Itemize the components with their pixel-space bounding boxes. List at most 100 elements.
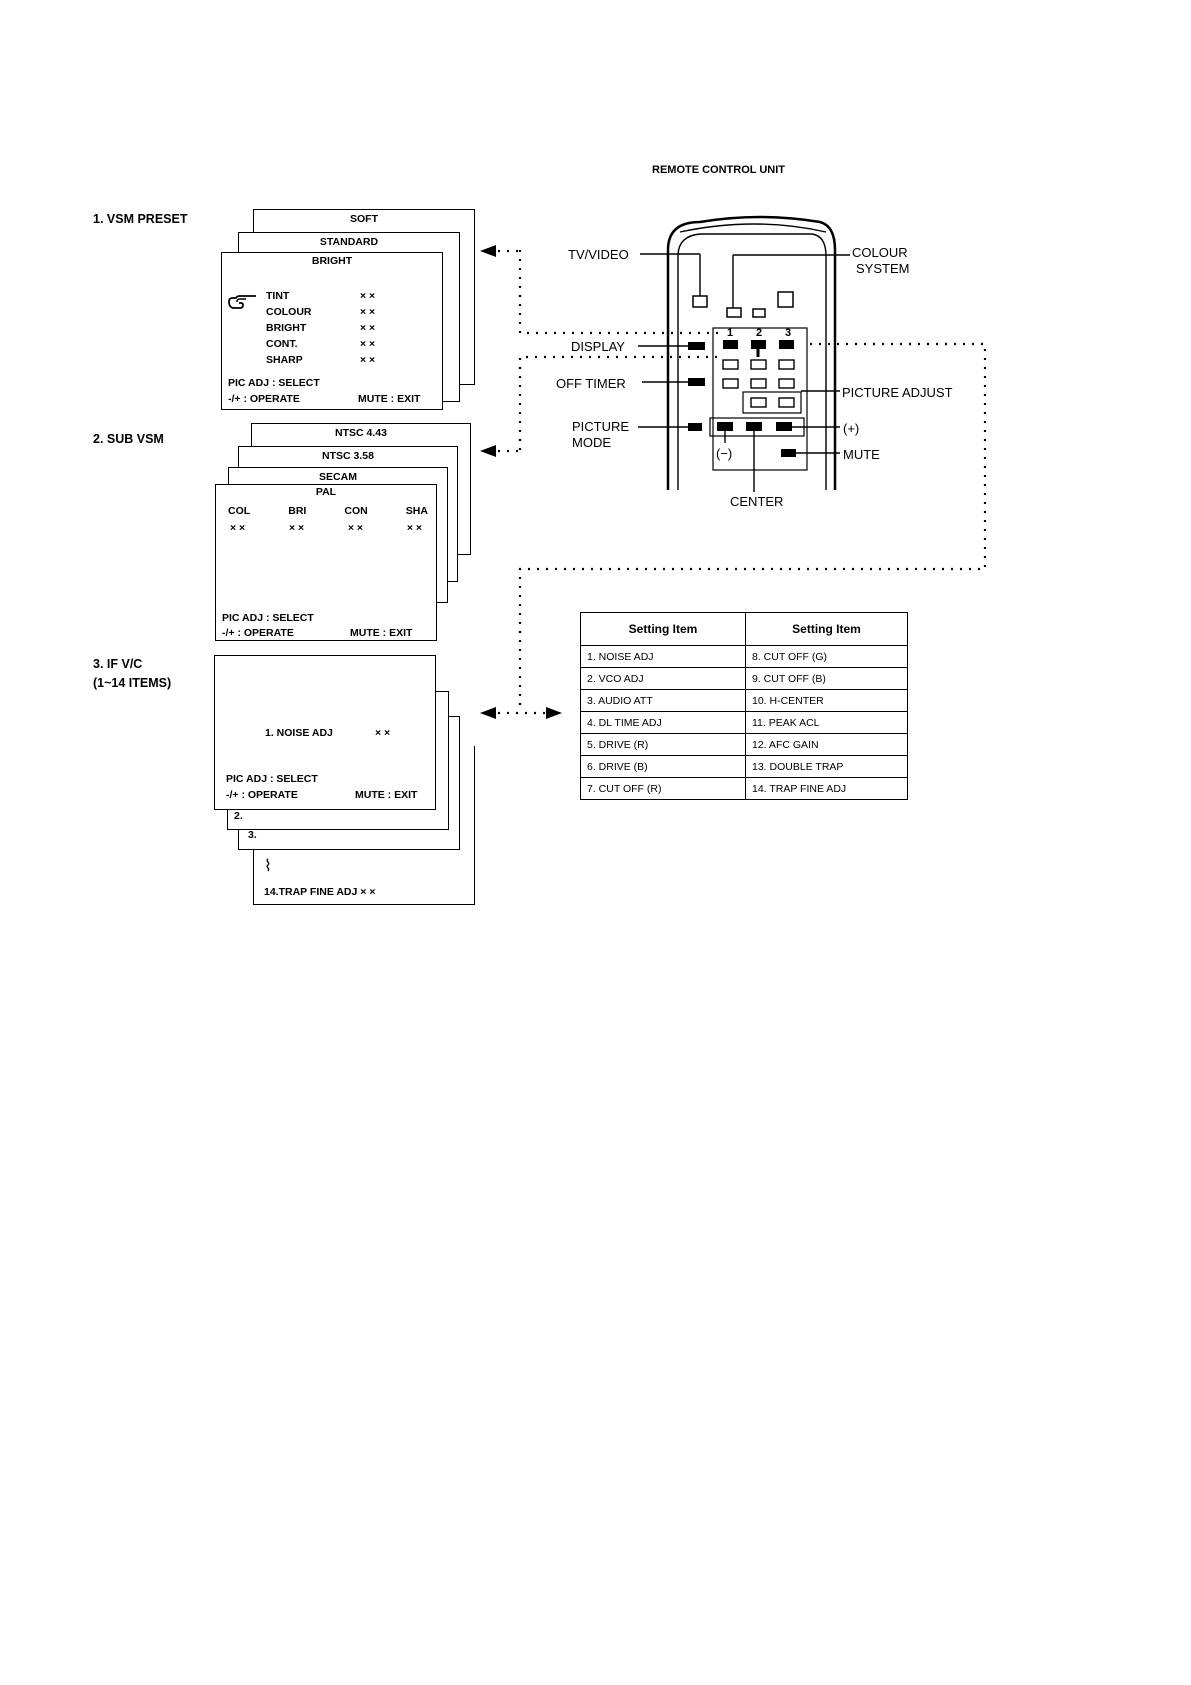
if-vc-sublabel: (1~14 ITEMS)	[93, 676, 172, 690]
vsm-value-cont: × ×	[360, 338, 376, 350]
plus-button	[776, 422, 792, 431]
key-2	[751, 340, 766, 349]
vsm-item-bright: BRIGHT	[266, 322, 307, 334]
keypad-panel	[712, 327, 808, 471]
arrow-to-vsm	[480, 245, 496, 257]
vsm-item-colour: COLOUR	[266, 306, 312, 318]
table-row: 1. NOISE ADJ 8. CUT OFF (G)	[580, 645, 908, 668]
sub-vsm-footer-operate: -/+ : OPERATE	[222, 627, 294, 639]
table-cell: 1. NOISE ADJ	[580, 645, 746, 668]
remote-body-outline	[666, 215, 837, 490]
if-vc-footer-exit: MUTE : EXIT	[355, 789, 418, 801]
settings-header-2: Setting Item	[745, 612, 908, 646]
sub-vsm-secam-title: SECAM	[319, 471, 357, 483]
table-row: 5. DRIVE (R) 12. AFC GAIN	[580, 733, 908, 756]
key-4	[722, 359, 739, 370]
table-cell: 9. CUT OFF (B)	[745, 667, 908, 690]
arrow-to-subvsm	[480, 445, 496, 457]
center-label: CENTER	[730, 494, 784, 509]
if-vc-label: 3. IF V/C	[93, 657, 143, 671]
sub-vsm-footer-select: PIC ADJ : SELECT	[222, 612, 314, 624]
sub-vsm-sha-value: × ×	[406, 522, 422, 534]
center-button	[746, 422, 762, 431]
table-row: 7. CUT OFF (R) 14. TRAP FINE ADJ	[580, 777, 908, 800]
key-7	[722, 378, 739, 389]
remote-body-inner	[677, 233, 827, 490]
key-6	[778, 359, 795, 370]
mute-label: MUTE	[843, 447, 880, 462]
vsm-footer-exit: MUTE : EXIT	[358, 393, 421, 405]
if-vc-item-noise-adj: 1. NOISE ADJ	[265, 727, 333, 739]
table-cell: 14. TRAP FINE ADJ	[745, 777, 908, 800]
vsm-preset-label: 1. VSM PRESET	[93, 212, 188, 226]
power-button	[777, 291, 794, 308]
tv-video-button	[692, 295, 708, 308]
if-vc-stack-item-2: 2.	[234, 810, 243, 822]
if-vc-item-noise-value: × ×	[375, 727, 391, 739]
tv-video-label: TV/VIDEO	[568, 247, 629, 262]
key-1-label: 1	[727, 327, 734, 339]
key-5	[750, 359, 767, 370]
dotted-vsm-to-display	[518, 250, 718, 335]
sub-vsm-bri-header: BRI	[288, 505, 307, 517]
table-row: 6. DRIVE (B) 13. DOUBLE TRAP	[580, 755, 908, 778]
table-cell: 10. H-CENTER	[745, 689, 908, 712]
if-vc-last-item: 14.TRAP FINE ADJ × ×	[264, 886, 376, 898]
sub-vsm-sha-header: SHA	[405, 505, 428, 517]
picture-adjust-label: PICTURE ADJUST	[842, 385, 953, 400]
sub-vsm-screen-pal: PAL COL BRI CON SHA × × × × × × × × PIC …	[215, 484, 437, 641]
table-cell: 3. AUDIO ATT	[580, 689, 746, 712]
off-timer-label: OFF TIMER	[556, 376, 626, 391]
table-cell: 13. DOUBLE TRAP	[745, 755, 908, 778]
settings-table: Setting Item Setting Item 1. NOISE ADJ 8…	[580, 612, 908, 800]
key-1	[723, 340, 738, 349]
minus-label: (−)	[716, 446, 733, 461]
table-cell: 12. AFC GAIN	[745, 733, 908, 756]
small-top-button	[752, 308, 766, 318]
table-cell: 5. DRIVE (R)	[580, 733, 746, 756]
settings-header-1: Setting Item	[580, 612, 746, 646]
arrow-to-ifvc	[480, 707, 496, 719]
if-vc-footer-operate: -/+ : OPERATE	[226, 789, 298, 801]
table-cell: 8. CUT OFF (G)	[745, 645, 908, 668]
vsm-screen-soft-title: SOFT	[350, 213, 378, 225]
key-3	[779, 340, 794, 349]
sub-vsm-footer-exit: MUTE : EXIT	[350, 627, 413, 639]
vsm-footer-select: PIC ADJ : SELECT	[228, 377, 320, 389]
key-8	[750, 378, 767, 389]
key-2-label: 2	[756, 327, 763, 339]
sub-vsm-pal-title: PAL	[315, 486, 337, 498]
table-cell: 6. DRIVE (B)	[580, 755, 746, 778]
colour-label: COLOUR	[852, 245, 908, 260]
vsm-item-cont: CONT.	[266, 338, 298, 350]
key-3-label: 3	[785, 327, 792, 339]
table-row: 4. DL TIME ADJ 11. PEAK ACL	[580, 711, 908, 734]
picture-label: PICTURE	[572, 419, 630, 434]
mute-button	[781, 449, 796, 457]
sub-vsm-bri-value: × ×	[288, 522, 305, 534]
vsm-value-colour: × ×	[360, 306, 376, 318]
if-vc-ellipsis-mark: ⌇	[264, 858, 272, 875]
sub-vsm-ntsc358-title: NTSC 3.58	[322, 450, 374, 462]
sub-vsm-col-value: × ×	[230, 522, 246, 534]
vsm-footer-operate: -/+ : OPERATE	[228, 393, 300, 405]
picture-adjust-box	[742, 391, 802, 414]
arrow-to-table	[546, 707, 562, 719]
picture-mode-button	[688, 423, 702, 431]
display-button	[688, 342, 705, 350]
sub-vsm-ntsc443-title: NTSC 4.43	[335, 427, 387, 439]
key-9	[778, 378, 795, 389]
remote-drawing	[480, 215, 987, 719]
vsm-screen-bright-title: BRIGHT	[311, 255, 353, 267]
table-cell: 4. DL TIME ADJ	[580, 711, 746, 734]
dotted-subvsm-to-display	[518, 355, 722, 450]
vsm-value-tint: × ×	[360, 290, 376, 302]
vsm-value-sharp: × ×	[360, 354, 376, 366]
settings-header-row: Setting Item Setting Item	[580, 612, 908, 646]
sub-vsm-label: 2. SUB VSM	[93, 432, 164, 446]
system-label: SYSTEM	[856, 261, 910, 276]
table-row: 3. AUDIO ATT 10. H-CENTER	[580, 689, 908, 712]
vsm-item-tint: TINT	[266, 290, 290, 302]
vsm-item-sharp: SHARP	[266, 354, 303, 366]
table-cell: 2. VCO ADJ	[580, 667, 746, 690]
